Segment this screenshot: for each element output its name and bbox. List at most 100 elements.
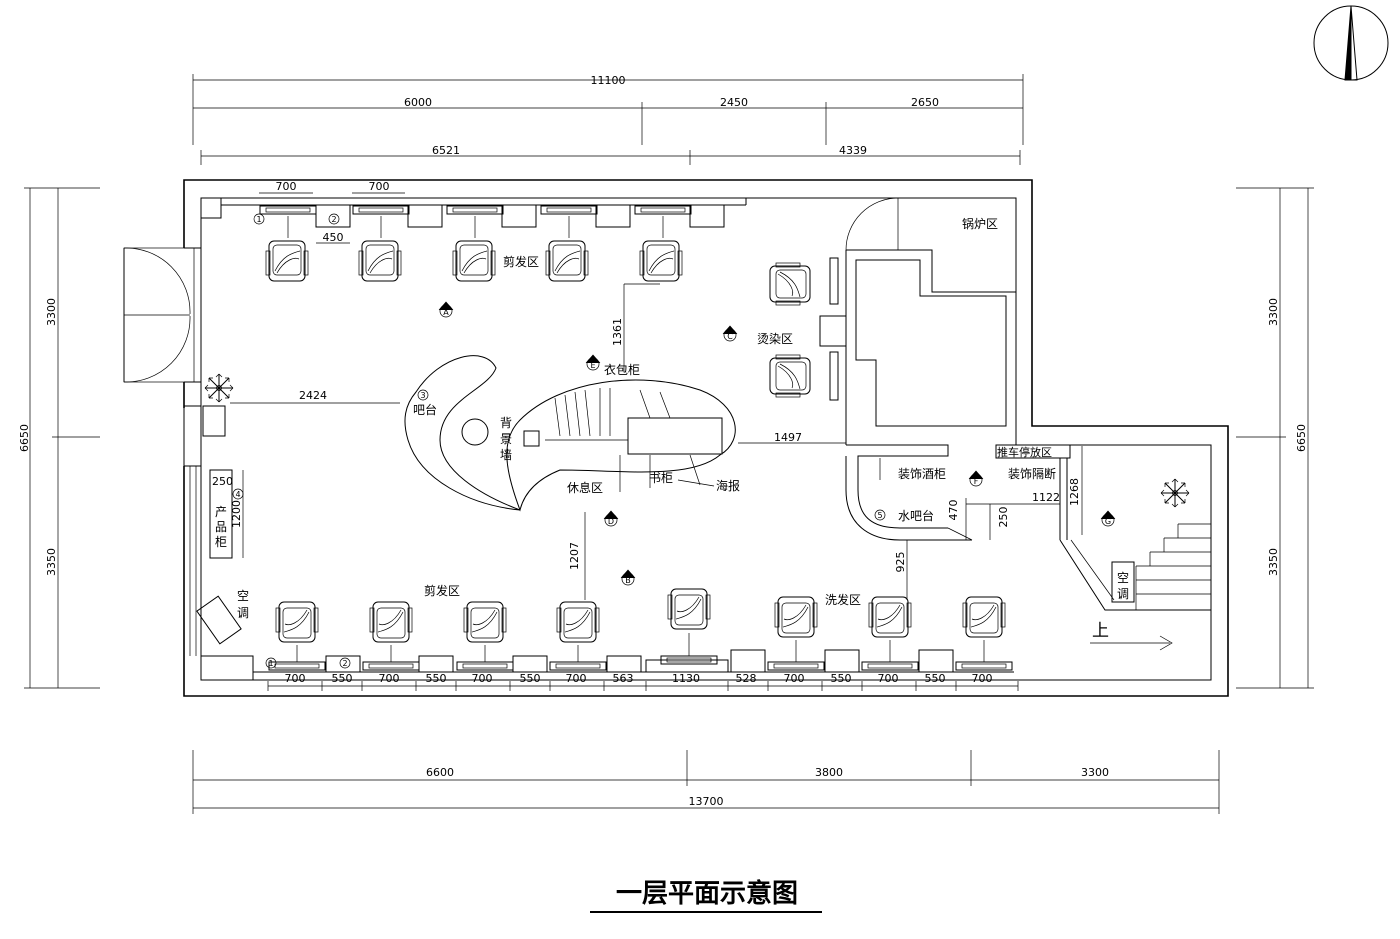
boiler-area-label: 锅炉区 <box>962 216 998 231</box>
lounge-island <box>506 379 736 512</box>
dim-water-bar-gap: 250 <box>997 507 1010 528</box>
dim-left-seg-1: 3300 <box>45 298 58 326</box>
dim-bottom-seg-2: 3800 <box>815 766 843 779</box>
top-chair-dims <box>259 192 405 244</box>
dim-lounge-height: 1207 <box>568 542 581 570</box>
mirror-station <box>446 205 504 215</box>
item-marker-4: 4 <box>232 488 244 500</box>
dim-lounge-to-wall: 1497 <box>774 431 802 444</box>
dim-water-bar-depth: 470 <box>947 500 960 521</box>
section-markers: A B C D E F G <box>438 301 1116 586</box>
dim-decor-width: 1122 <box>1032 491 1060 504</box>
dim-bottom-row-6: 550 <box>520 672 541 685</box>
salon-chair <box>358 240 402 282</box>
staircase <box>1059 523 1211 651</box>
top-counter <box>220 198 747 228</box>
dim-bottom-row-5: 700 <box>472 672 493 685</box>
mirror-station <box>861 661 919 671</box>
bottom-counter <box>253 649 1014 673</box>
dim-bottom-row-7: 700 <box>566 672 587 685</box>
item-marker-1: 1 <box>253 213 265 225</box>
section-marker-label: E <box>590 361 595 370</box>
dim-top-seg-1: 6000 <box>404 96 432 109</box>
page-title: 一层平面示意图 <box>616 878 798 909</box>
dim-bar-to-wall: 2424 <box>299 389 327 402</box>
mirror-station <box>268 661 326 671</box>
chair-stems <box>296 633 985 662</box>
dim-bottom-row-3: 700 <box>379 672 400 685</box>
section-marker-label: B <box>625 576 631 585</box>
salon-chair <box>639 240 683 282</box>
mirror-station <box>634 205 692 215</box>
wash-area-label: 洗发区 <box>825 592 861 607</box>
item-marker-3: 3 <box>417 389 429 401</box>
aircon-right-label-1: 空 <box>1117 571 1129 585</box>
section-marker-b: B <box>620 569 636 586</box>
bar-counter <box>404 355 521 511</box>
dim-cabinet-height: 1361 <box>611 318 624 346</box>
dim-top-total: 11100 <box>591 74 626 87</box>
aircon-left-label-2: 调 <box>237 606 249 620</box>
section-marker-label: F <box>974 477 979 486</box>
dim-left-seg-2: 3350 <box>45 548 58 576</box>
dim-bottom-row-10: 528 <box>736 672 757 685</box>
item-marker-5: 5 <box>874 509 886 521</box>
mirror-station <box>829 351 839 401</box>
boiler-room <box>845 197 1016 445</box>
wash-chair <box>774 596 818 638</box>
dim-product-cabinet-length: 1200 <box>230 500 243 528</box>
mirror-station <box>549 661 607 671</box>
side-table <box>819 315 847 347</box>
item-marker-label: 2 <box>342 659 347 668</box>
dim-bottom-total: 13700 <box>689 795 724 808</box>
dim-bottom-row-9: 1130 <box>672 672 700 685</box>
cart-parking-label: 推车停放区 <box>997 445 1052 459</box>
rest-area-label: 休息区 <box>567 480 603 495</box>
perm-chair <box>769 354 811 398</box>
plant-icon <box>1160 478 1190 508</box>
cut-area-top-label: 剪发区 <box>503 254 539 269</box>
aircon-left-label-1: 空 <box>237 589 249 603</box>
section-marker-e: E <box>585 354 601 371</box>
dim-right-seg-2: 3350 <box>1267 548 1280 576</box>
outer-walls <box>180 179 1229 697</box>
aircon-right-label-2: 调 <box>1117 587 1129 601</box>
item-marker-label: 1 <box>256 215 261 224</box>
dim-bottom-row-8: 563 <box>613 672 634 685</box>
item-marker-label: 1 <box>268 659 273 668</box>
section-marker-g: G <box>1100 510 1116 527</box>
mirror-station <box>829 257 839 305</box>
water-bar <box>845 444 1071 541</box>
dim-top-lower-1: 6521 <box>432 144 460 157</box>
column <box>202 405 226 437</box>
dim-top-chair-2: 700 <box>369 180 390 193</box>
dim-bottom-row-12: 550 <box>831 672 852 685</box>
section-marker-f: F <box>968 470 984 487</box>
mirror-station <box>955 661 1013 671</box>
item-marker-label: 5 <box>877 511 882 520</box>
section-marker-c: C <box>722 325 738 342</box>
column <box>200 655 254 681</box>
stairs-up-label: 上 <box>1092 621 1109 641</box>
perm-chair <box>769 262 811 306</box>
bar-counter-label: 吧台 <box>413 402 437 417</box>
dim-top-gap: 450 <box>323 231 344 244</box>
section-marker-a: A <box>438 301 454 318</box>
product-cabinet <box>209 469 233 559</box>
section-marker-d: D <box>603 510 619 527</box>
north-arrow-icon <box>1313 5 1389 81</box>
salon-chair <box>275 601 319 643</box>
wash-chair <box>962 596 1006 638</box>
item-marker-label: 4 <box>235 490 240 499</box>
wash-chair <box>868 596 912 638</box>
column <box>200 197 222 219</box>
back-wall-label-2: 景 <box>500 432 512 446</box>
dim-right-seg-1: 3300 <box>1267 298 1280 326</box>
dim-top-seg-3: 2650 <box>911 96 939 109</box>
mirror-station <box>456 661 514 671</box>
mirror-station <box>352 205 410 215</box>
section-marker-label: G <box>1105 517 1111 526</box>
